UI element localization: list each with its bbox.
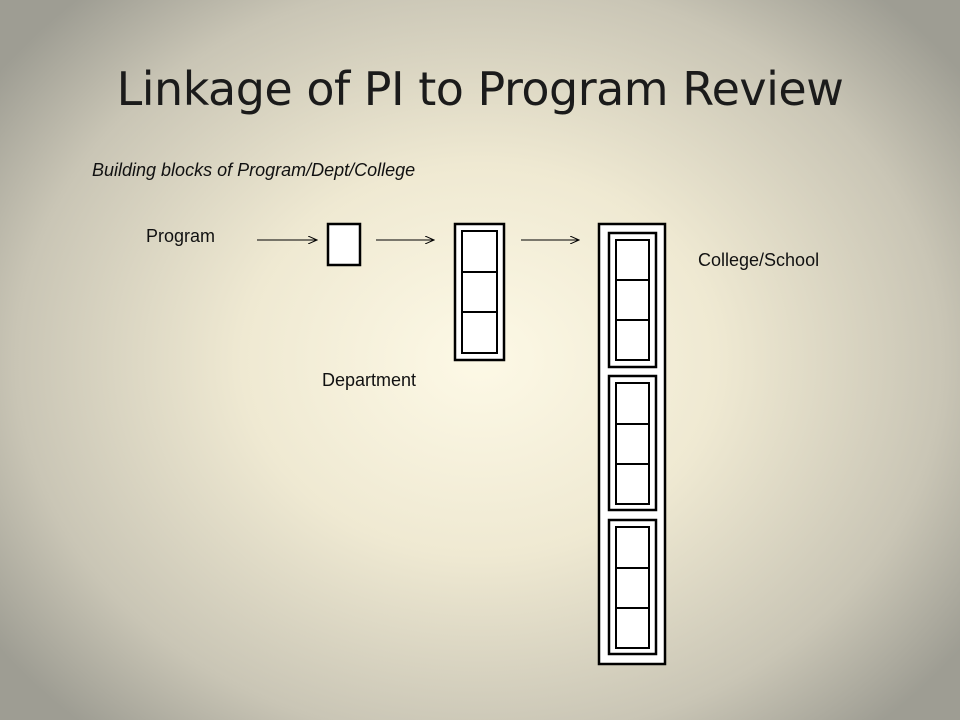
college-department-3-unit-1 bbox=[615, 526, 650, 569]
college-label: College/School bbox=[698, 250, 820, 270]
slide-subtitle: Building blocks of Program/Dept/College bbox=[92, 160, 416, 180]
college-department-2-unit-3 bbox=[615, 463, 650, 505]
slide-title: Linkage of PI to Program Review bbox=[116, 62, 844, 116]
department-block bbox=[453, 222, 506, 362]
department-unit-2 bbox=[461, 271, 498, 313]
program-block bbox=[326, 222, 362, 267]
program-label: Program bbox=[146, 226, 216, 246]
college-department-2-unit-2 bbox=[615, 423, 650, 465]
college-department-3-unit-2 bbox=[615, 567, 650, 609]
department-unit-1 bbox=[461, 230, 498, 273]
college-department-1-unit-1 bbox=[615, 239, 650, 281]
college-department-3-unit-3 bbox=[615, 607, 650, 649]
college-department-2-unit-1 bbox=[615, 382, 650, 425]
department-unit-3 bbox=[461, 311, 498, 354]
department-label: Department bbox=[322, 370, 417, 390]
college-block bbox=[597, 222, 667, 666]
college-department-1-unit-2 bbox=[615, 279, 650, 321]
college-department-1-unit-3 bbox=[615, 319, 650, 361]
